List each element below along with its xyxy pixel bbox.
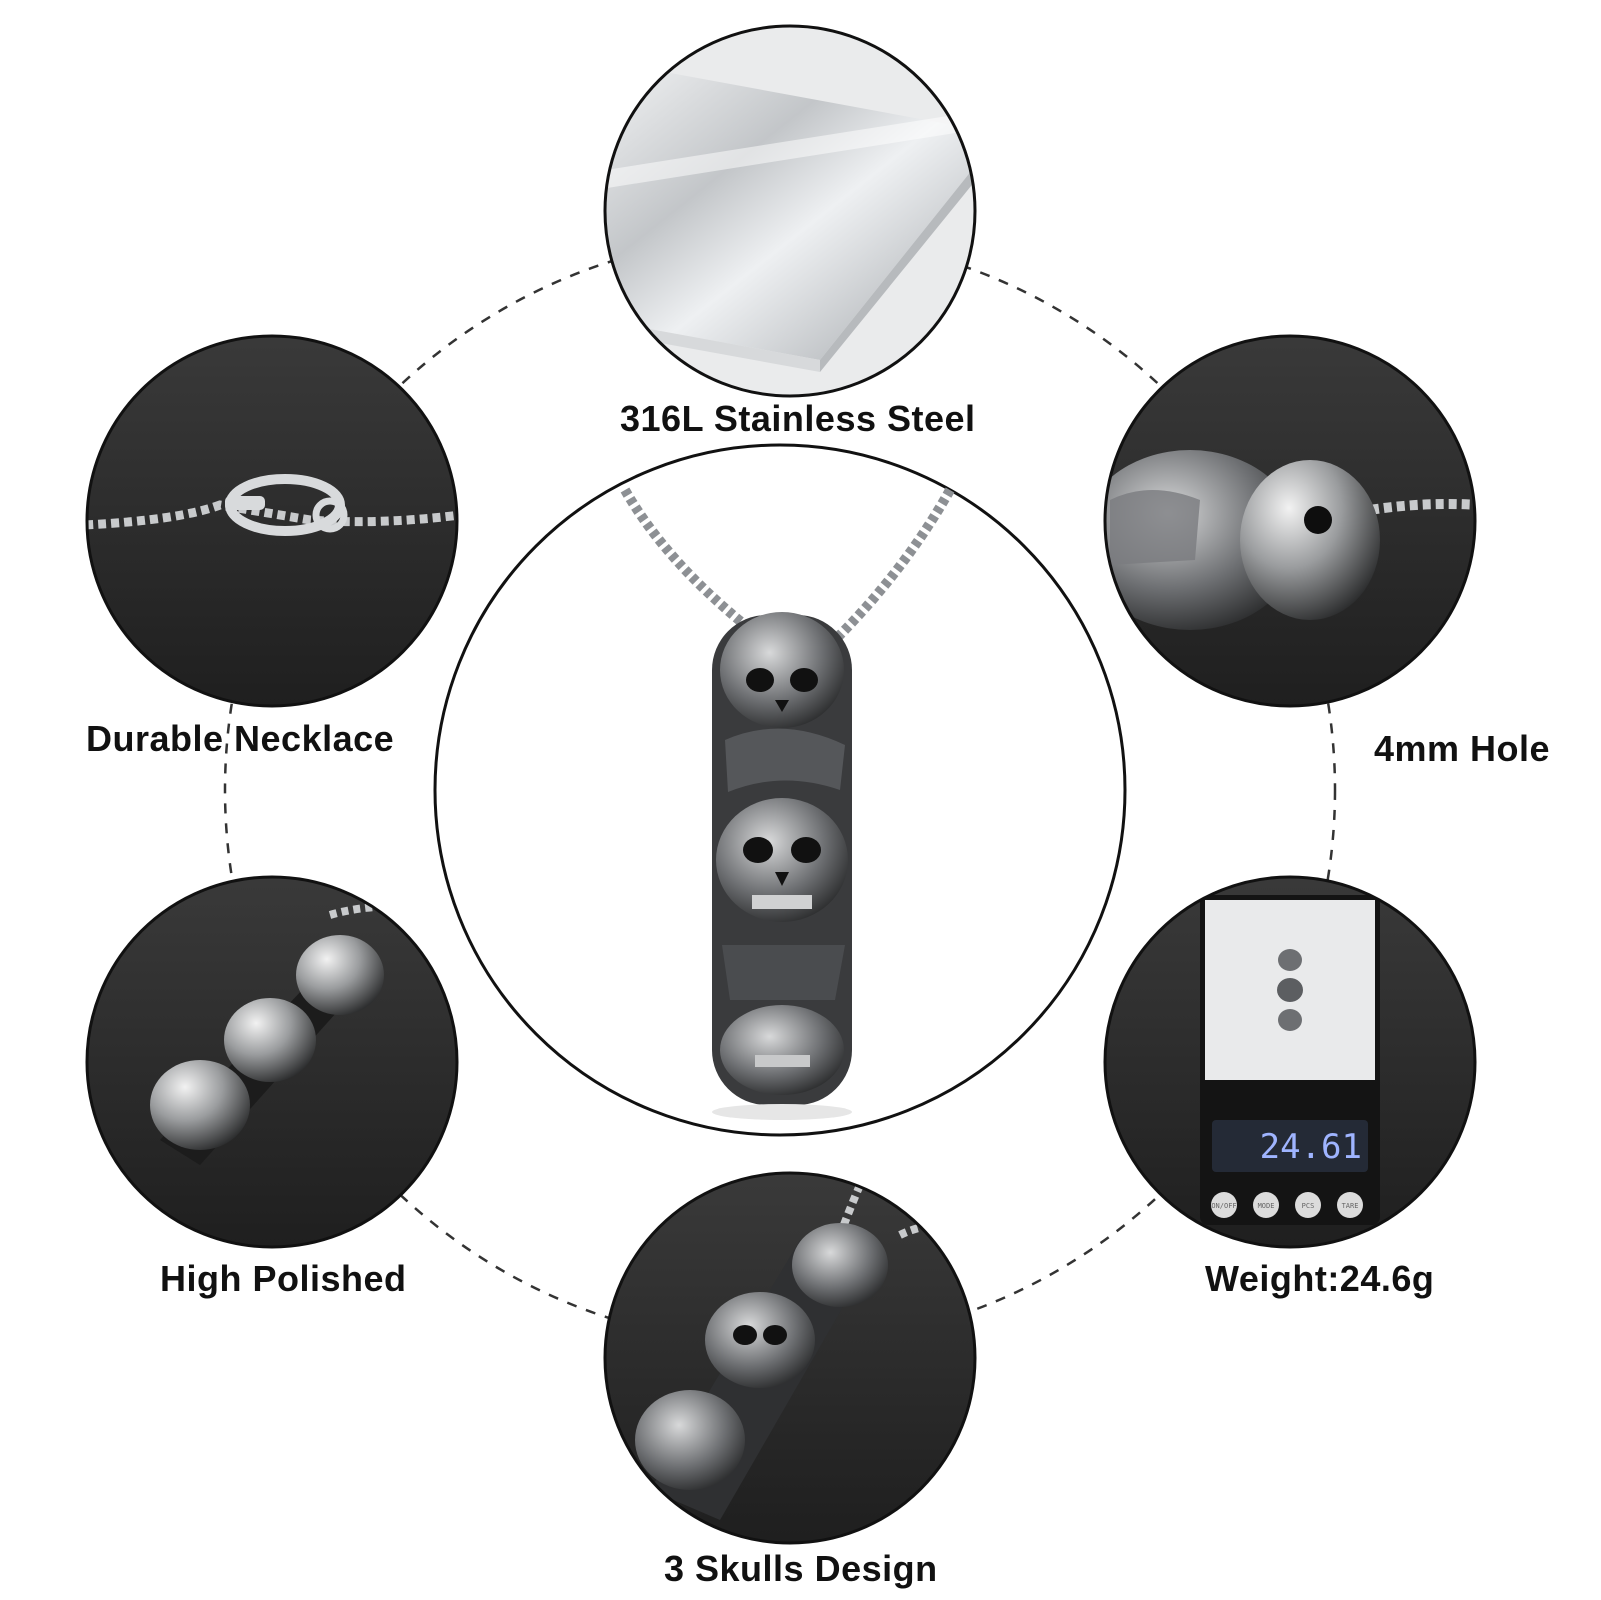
steel-label: 316L Stainless Steel	[620, 398, 976, 439]
scale-lcd	[1212, 1120, 1368, 1172]
design-label: 3 Skulls Design	[664, 1548, 938, 1589]
chain-left	[620, 487, 749, 629]
mini-pendant-icon	[1277, 949, 1303, 1031]
scale-button-label-pcs: PCS	[1302, 1202, 1315, 1210]
center-pendant-photo	[433, 443, 1127, 1137]
polished-label: High Polished	[160, 1258, 407, 1299]
scale-button-mode	[1253, 1192, 1279, 1218]
scale-reading: 24.61	[1260, 1127, 1362, 1167]
scale-buttons: ON/OFF MODE PCS TARE	[1211, 1192, 1363, 1218]
hole-label: 4mm Hole	[1374, 728, 1551, 769]
weight-label: Weight:24.6g	[1205, 1258, 1435, 1299]
design-photo	[603, 1171, 977, 1545]
polished-photo	[85, 875, 459, 1249]
skull-bottom-icon	[720, 1005, 844, 1095]
lobster-clasp-icon	[225, 474, 348, 536]
hole-photo	[1103, 334, 1477, 708]
skull-middle-icon	[716, 798, 848, 922]
scale-button-label-tare: TARE	[1342, 1202, 1359, 1210]
hole-opening-icon	[1304, 506, 1332, 534]
dashed-connector-ring	[223, 233, 1337, 1347]
scale-button-onoff	[1211, 1192, 1237, 1218]
necklace-photo	[85, 334, 459, 708]
scale-button-pcs	[1295, 1192, 1321, 1218]
hands-over-eyes-icon	[722, 945, 845, 1000]
hands-over-mouth-icon	[725, 728, 845, 792]
weight-photo: 24.61 ON/OFF MODE PCS TARE	[1103, 875, 1477, 1249]
skull-top-icon	[720, 612, 844, 728]
scale-button-label-mode: MODE	[1258, 1202, 1275, 1210]
steel-photo	[603, 24, 977, 398]
scale-button-tare	[1337, 1192, 1363, 1218]
necklace-label: Durable Necklace	[86, 718, 395, 759]
chain-right	[831, 487, 955, 644]
scale-button-label-onoff: ON/OFF	[1211, 1202, 1236, 1210]
chain-strand	[87, 500, 457, 530]
